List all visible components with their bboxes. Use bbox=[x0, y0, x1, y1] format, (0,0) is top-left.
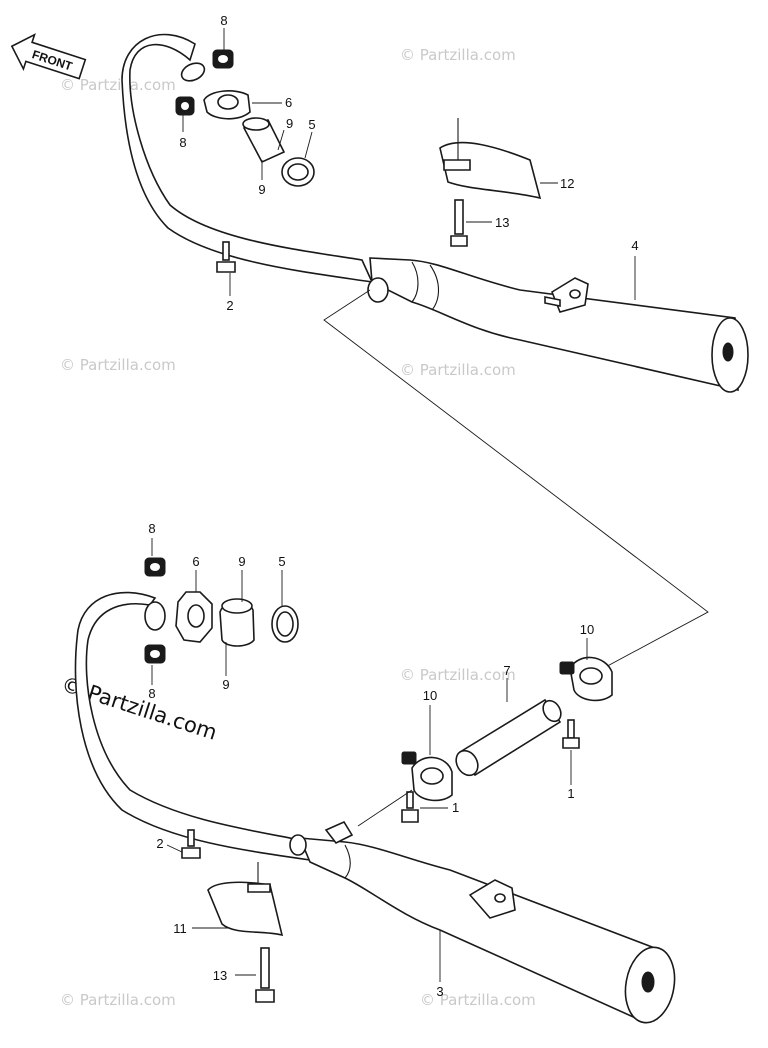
callout-9: 9 bbox=[238, 554, 245, 569]
heat-shield-11 bbox=[207, 881, 284, 937]
watermark: © Partzilla.com bbox=[60, 991, 176, 1009]
pipe-inlet-bottom bbox=[144, 601, 166, 631]
callout-7: 7 bbox=[503, 663, 510, 678]
callout-1: 1 bbox=[567, 786, 574, 801]
callout-2: 2 bbox=[156, 836, 163, 851]
callout-leaders bbox=[151, 28, 636, 982]
muffler-3-bracket bbox=[468, 879, 516, 919]
callout-11: 11 bbox=[173, 921, 187, 936]
callout-8: 8 bbox=[148, 521, 155, 536]
bolt-2-top bbox=[216, 241, 236, 273]
exhaust-pipe-bottom bbox=[74, 591, 312, 862]
clamp-10-right bbox=[559, 656, 613, 702]
callout-2: 2 bbox=[226, 298, 233, 313]
bolt-2-bottom bbox=[181, 829, 201, 859]
watermark: © Partzilla.com bbox=[400, 361, 516, 379]
callout-5: 5 bbox=[308, 117, 315, 132]
callout-9: 9 bbox=[258, 182, 265, 197]
watermark: © Partzilla.com bbox=[60, 76, 176, 94]
callout-13: 13 bbox=[495, 215, 509, 230]
bolt-13-bottom bbox=[255, 947, 275, 1003]
callout-9: 9 bbox=[222, 677, 229, 692]
callout-3: 3 bbox=[436, 984, 443, 999]
heat-shield-12 bbox=[439, 141, 542, 200]
callout-5: 5 bbox=[278, 554, 285, 569]
callout-6: 6 bbox=[285, 95, 292, 110]
muffler-4 bbox=[369, 257, 739, 392]
callout-6: 6 bbox=[192, 554, 199, 569]
joint-clamp-bottom bbox=[324, 820, 354, 845]
bottom-muffler-assembly bbox=[74, 557, 676, 1024]
watermark: © Partzilla.com bbox=[60, 356, 176, 374]
callout-13: 13 bbox=[213, 968, 227, 983]
clamp-10-left bbox=[401, 751, 453, 802]
watermark: © Partzilla.com bbox=[400, 666, 516, 684]
callout-1: 1 bbox=[452, 800, 459, 815]
callout-12: 12 bbox=[560, 176, 574, 191]
muffler-4-tail bbox=[722, 342, 734, 362]
watermarks: © Partzilla.com © Partzilla.com © Partzi… bbox=[58, 46, 535, 1009]
callout-4: 4 bbox=[631, 238, 638, 253]
front-arrow-icon: FRONT bbox=[10, 33, 87, 80]
callout-numbers: 8 8 6 9 9 5 12 13 4 2 8 8 6 9 9 5 10 10 … bbox=[148, 13, 638, 999]
callout-8: 8 bbox=[148, 686, 155, 701]
callout-10: 10 bbox=[580, 622, 594, 637]
exhaust-pipe-top bbox=[121, 33, 374, 284]
callout-8: 8 bbox=[220, 13, 227, 28]
bolt-13-top bbox=[450, 199, 468, 247]
watermark: © Partzilla.com bbox=[420, 991, 536, 1009]
callout-8: 8 bbox=[179, 135, 186, 150]
callout-10: 10 bbox=[423, 688, 437, 703]
pipe-inlet-top bbox=[180, 62, 206, 82]
callout-9: 9 bbox=[286, 116, 293, 131]
muffler-3-tail bbox=[641, 971, 655, 993]
top-muffler-assembly bbox=[121, 33, 749, 393]
bolt-1-left bbox=[401, 791, 419, 823]
bolt-1-right bbox=[562, 719, 580, 749]
watermark: © Partzilla.com bbox=[400, 46, 516, 64]
joint-clamp-top bbox=[367, 277, 389, 303]
